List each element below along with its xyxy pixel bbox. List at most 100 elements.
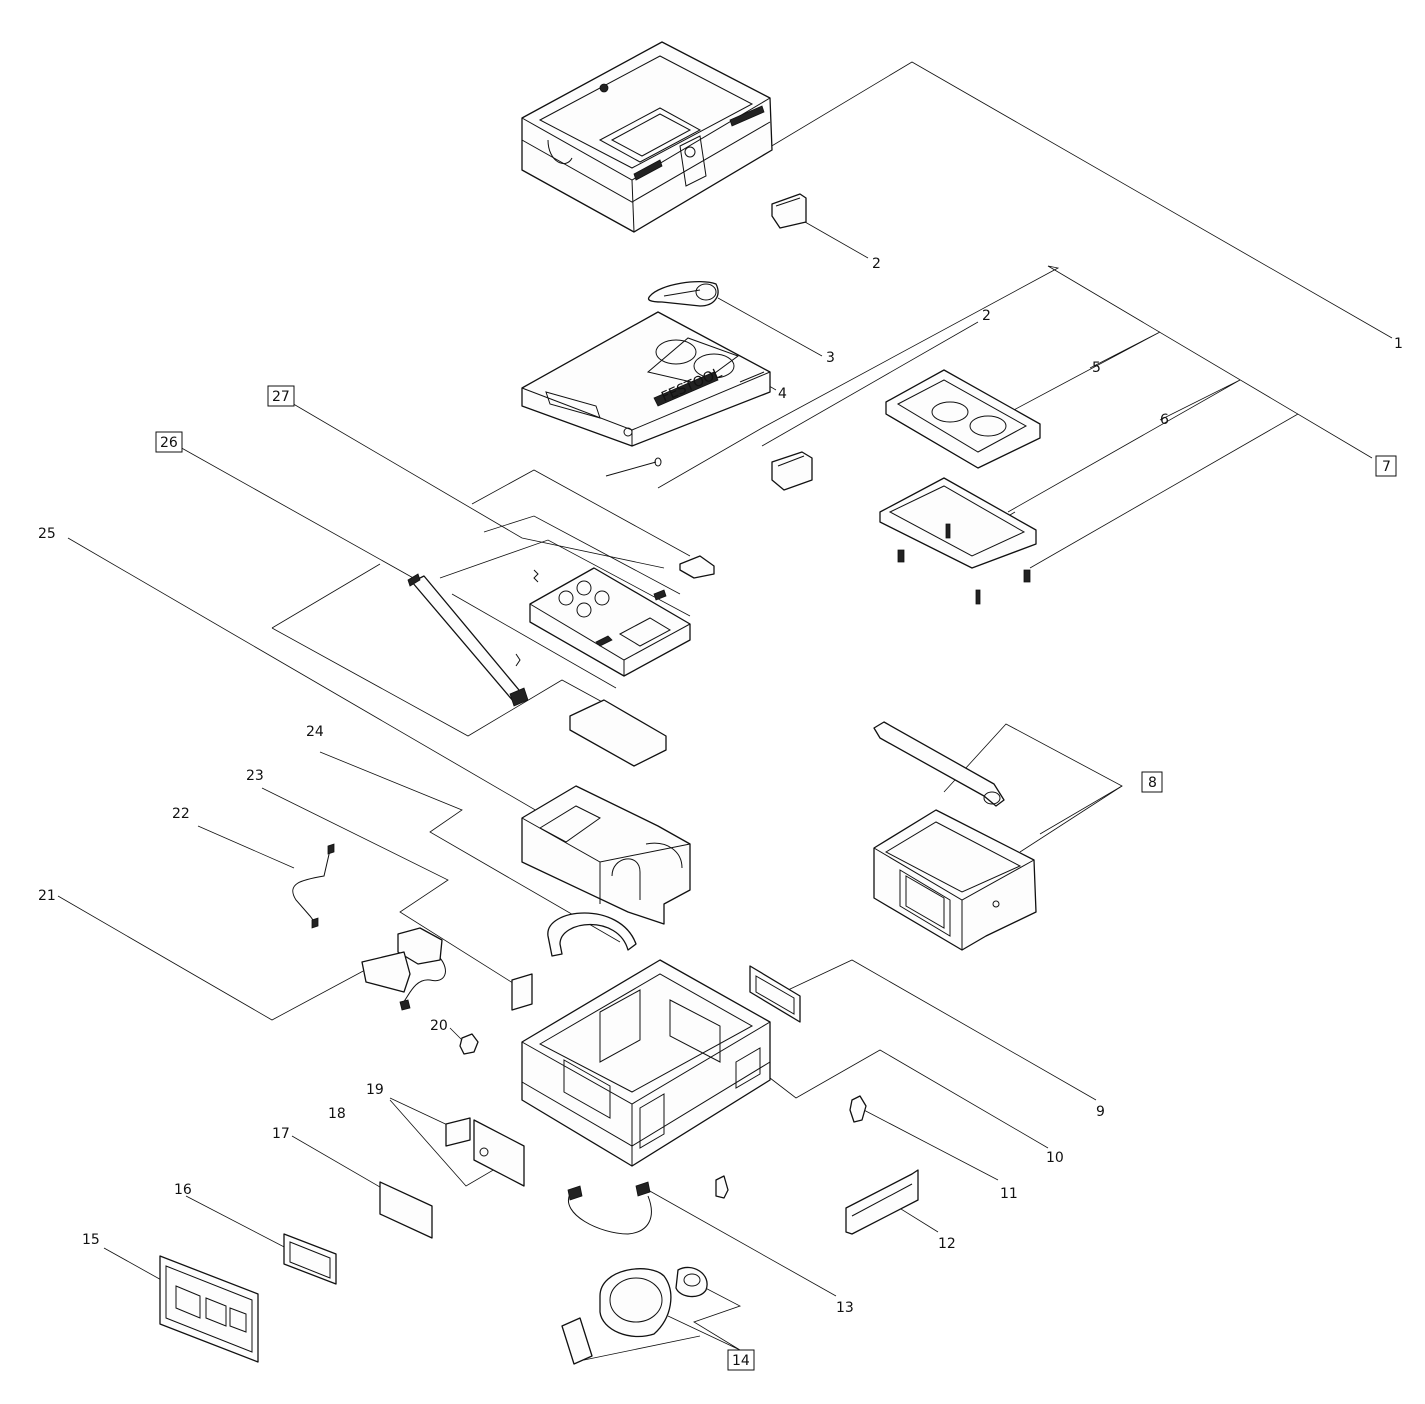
leader-7 bbox=[657, 265, 1373, 489]
part-16-panel bbox=[283, 1233, 337, 1285]
part-9-label-plate bbox=[749, 965, 801, 1023]
leader-16 bbox=[185, 1195, 291, 1251]
callout-19: 19 bbox=[366, 1082, 384, 1098]
leader-8 bbox=[943, 723, 1123, 835]
callout-8: 8 bbox=[1148, 775, 1157, 791]
part-20-connector bbox=[459, 1033, 479, 1055]
callout-6: 6 bbox=[1160, 412, 1169, 428]
part-15-front-panel bbox=[159, 1255, 259, 1363]
callout-8-box bbox=[1141, 771, 1163, 793]
callout-9: 9 bbox=[1096, 1104, 1105, 1120]
callout-23: 23 bbox=[246, 768, 264, 784]
part-23-label bbox=[511, 973, 533, 1011]
callout-1: 1 bbox=[1394, 336, 1403, 352]
callout-26-box bbox=[155, 431, 183, 453]
part-27-circuit-board bbox=[529, 567, 691, 677]
leader-27b bbox=[483, 515, 681, 595]
leader-26d bbox=[271, 627, 629, 737]
part-4-cover-plate: FESTOOL bbox=[521, 311, 771, 447]
leader-7b bbox=[1029, 413, 1299, 569]
leader-27a bbox=[471, 469, 691, 557]
callout-27-box bbox=[267, 385, 295, 407]
leader-26b bbox=[439, 539, 691, 617]
leader-24 bbox=[319, 751, 621, 943]
leader-10 bbox=[769, 1049, 1049, 1149]
leader-1 bbox=[764, 61, 1393, 339]
callout-25: 25 bbox=[38, 526, 56, 542]
part-8-duct bbox=[873, 721, 1005, 807]
part-22-wire bbox=[292, 843, 335, 929]
callout-20: 20 bbox=[430, 1018, 448, 1034]
callout-16: 16 bbox=[174, 1182, 192, 1198]
part-8-bin bbox=[873, 809, 1037, 951]
leader-22 bbox=[197, 825, 295, 869]
leader-2a bbox=[797, 217, 869, 259]
part-5-filter-frame bbox=[885, 369, 1041, 469]
leader-26c bbox=[271, 563, 381, 629]
part-3-handle bbox=[647, 281, 719, 307]
leader-25 bbox=[67, 537, 581, 837]
part-11-bracket bbox=[849, 1095, 867, 1123]
leader-5 bbox=[1009, 331, 1161, 413]
callout-22: 22 bbox=[172, 806, 190, 822]
leader-23 bbox=[261, 787, 525, 991]
callout-18: 18 bbox=[328, 1106, 346, 1122]
callout-5: 5 bbox=[1092, 360, 1101, 376]
part-26-cable bbox=[407, 573, 529, 707]
leader-3 bbox=[717, 297, 823, 357]
callout-21: 21 bbox=[38, 888, 56, 904]
callout-2a: 2 bbox=[872, 256, 881, 272]
leader-26 bbox=[177, 445, 425, 585]
leader-lines bbox=[57, 61, 1393, 1361]
callouts: 1 2 2 3 4 5 6 7 8 9 10 11 12 13 14 15 16… bbox=[38, 256, 1403, 1371]
main-base-housing bbox=[521, 959, 771, 1167]
callout-27: 27 bbox=[272, 389, 290, 405]
callout-26: 26 bbox=[160, 435, 178, 451]
callout-14-box bbox=[727, 1349, 755, 1371]
leader-21 bbox=[57, 895, 381, 1021]
callout-4: 4 bbox=[778, 386, 787, 402]
callout-7: 7 bbox=[1382, 459, 1391, 475]
part-13-cable bbox=[567, 1181, 652, 1235]
callout-17: 17 bbox=[272, 1126, 290, 1142]
leader-6 bbox=[1007, 379, 1241, 513]
leader-14 bbox=[667, 1279, 742, 1351]
leader-9 bbox=[787, 959, 1097, 1101]
callout-7-box bbox=[1375, 455, 1397, 477]
part-24-hose bbox=[547, 912, 637, 957]
part-14-motor bbox=[561, 1266, 708, 1365]
part-21-switch-assembly bbox=[361, 927, 446, 1011]
callout-15: 15 bbox=[82, 1232, 100, 1248]
small-springs bbox=[515, 569, 667, 667]
part-18-board bbox=[473, 1119, 525, 1187]
leader-11 bbox=[859, 1107, 999, 1181]
part-6-seal bbox=[879, 477, 1037, 569]
part-2-latch-upper bbox=[771, 193, 807, 229]
part-2-latch-lower bbox=[771, 451, 813, 491]
part-1-systainer-top bbox=[521, 41, 773, 233]
leader-19 bbox=[389, 1097, 455, 1129]
part-foam-pad bbox=[569, 699, 667, 767]
callout-2b: 2 bbox=[982, 308, 991, 324]
part-25-upper-housing bbox=[521, 785, 691, 925]
callout-13: 13 bbox=[836, 1300, 854, 1316]
leader-27 bbox=[289, 401, 665, 569]
callout-12: 12 bbox=[938, 1236, 956, 1252]
part-19-small-board bbox=[445, 1117, 471, 1147]
part-27-clip bbox=[679, 555, 715, 579]
leader-20 bbox=[449, 1027, 463, 1041]
leader-13 bbox=[647, 1189, 837, 1297]
screws-group-6 bbox=[897, 523, 1031, 605]
part-clip bbox=[715, 1175, 729, 1199]
leader-26e bbox=[451, 593, 617, 689]
part-12-rail bbox=[845, 1169, 919, 1235]
part-17-board bbox=[379, 1181, 433, 1239]
leader-2b bbox=[761, 321, 979, 447]
callout-11: 11 bbox=[1000, 1186, 1018, 1202]
leader-8b bbox=[1019, 785, 1123, 853]
callout-24: 24 bbox=[306, 724, 324, 740]
part-pin bbox=[605, 457, 662, 477]
callout-10: 10 bbox=[1046, 1150, 1064, 1166]
leader-17 bbox=[291, 1135, 393, 1195]
